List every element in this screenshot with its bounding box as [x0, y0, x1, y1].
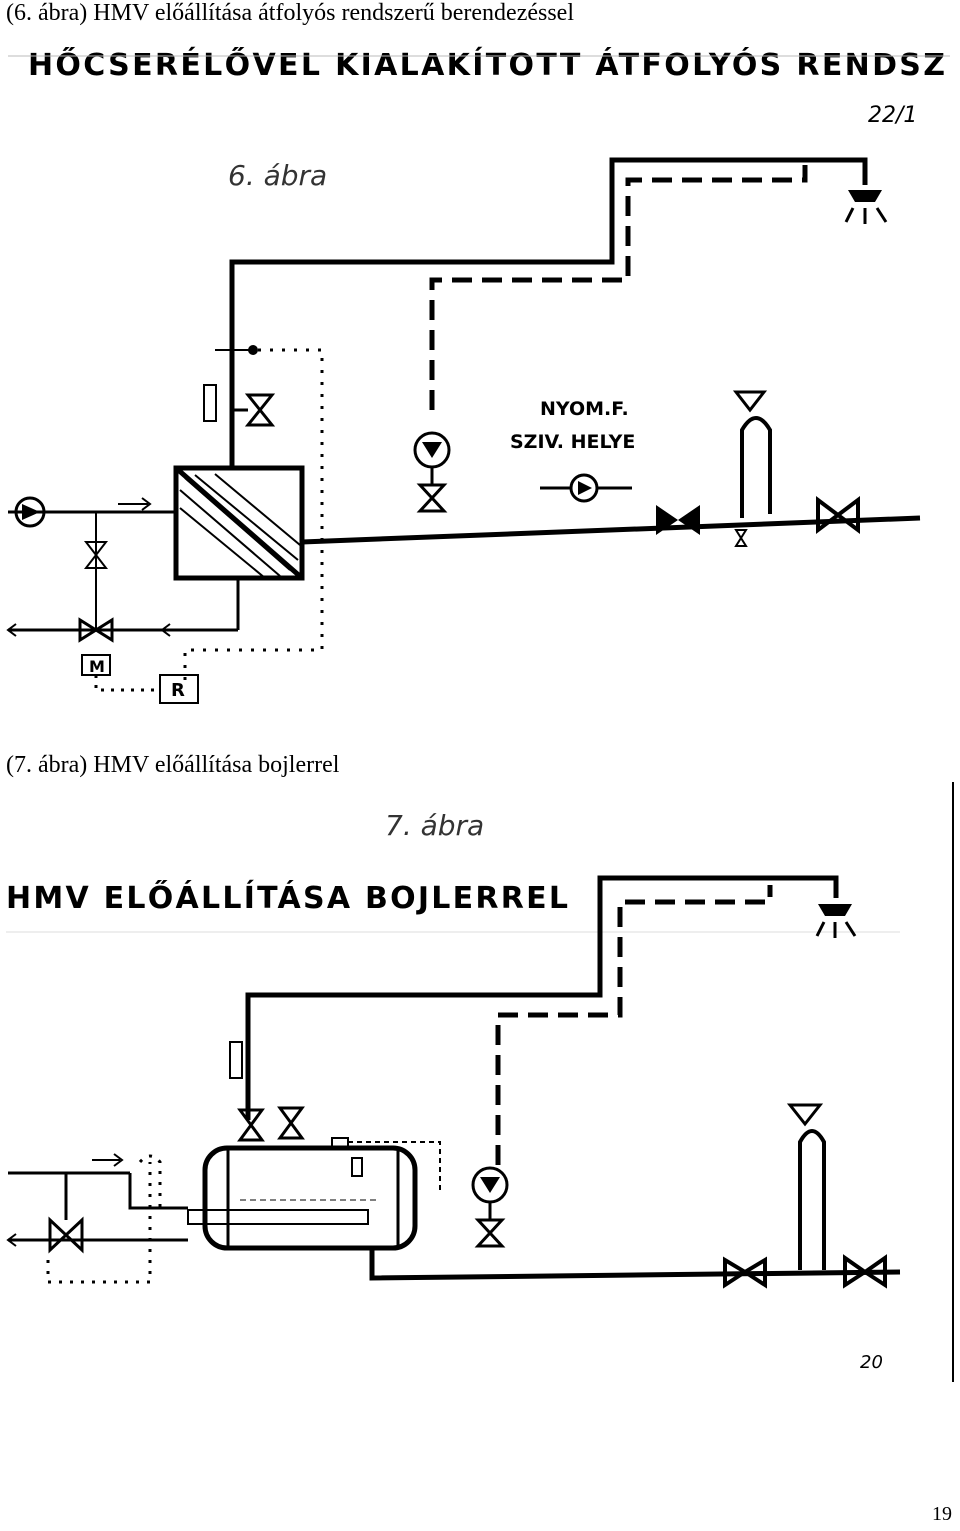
figure-7-handwritten-title: HMV ELŐÁLLÍTÁSA BOJLERREL — [6, 879, 571, 916]
inlet-valve-icon — [816, 496, 860, 534]
figure-6-sheet-number: 22/1 — [868, 103, 917, 128]
circulation-pump-icon — [413, 431, 451, 513]
inlet-valve-icon — [843, 1254, 887, 1289]
pump-note-line-1: NYOM.F. — [540, 398, 629, 420]
shutoff-valve-icon — [237, 1108, 265, 1142]
check-valve-icon — [474, 1218, 506, 1248]
cold-water-inlet-line — [369, 1248, 901, 1281]
controller-label: R — [171, 680, 185, 701]
circulation-return-line — [429, 165, 808, 410]
figure-6-drawing: HŐCSERÉLŐVEL KIALAKÍTOTT ÁTFOLYÓS RENDSZ… — [6, 46, 950, 704]
three-way-control-valve — [48, 1173, 84, 1254]
expansion-loop-with-vent — [786, 1103, 826, 1270]
drain-valve-icon — [734, 529, 748, 547]
circulation-return-line — [495, 885, 773, 1165]
figure-7-drawing: 7. ábra HMV ELŐÁLLÍTÁSA BOJLERREL — [6, 782, 954, 1382]
circulation-pump-icon — [471, 1166, 509, 1248]
hot-water-supply-line — [245, 875, 839, 1120]
check-valve-icon — [416, 483, 448, 513]
heating-coil — [187, 1209, 369, 1225]
shutoff-valve-icon — [656, 505, 700, 535]
hot-water-supply-line — [229, 157, 868, 470]
page-number: 19 — [932, 1503, 952, 1525]
three-way-control-valve: M — [78, 617, 114, 676]
figure-6-label: 6. ábra — [228, 159, 327, 192]
figure-7-caption: (7. ábra) HMV előállítása bojlerrel — [6, 752, 340, 778]
figure-6-caption: (6. ábra) HMV előállítása átfolyós rends… — [6, 0, 574, 26]
thermometer-icon — [203, 384, 217, 422]
bypass-valve-icon — [83, 512, 109, 630]
figure-7-label: 7. ábra — [385, 809, 484, 842]
shower-head-icon — [815, 904, 857, 938]
boiler-tank — [187, 1137, 418, 1251]
figure-6-handwritten-title: HŐCSERÉLŐVEL KIALAKÍTOTT ÁTFOLYÓS RENDSZ — [28, 46, 948, 83]
controller-box — [159, 674, 199, 704]
figure-7-sheet-number: 20 — [860, 1352, 883, 1373]
safety-valve-icon — [232, 393, 276, 427]
control-signal-line — [348, 1141, 441, 1190]
thermometer-icon — [229, 1041, 243, 1079]
alternative-pump-location-icon — [540, 473, 632, 503]
plate-heat-exchanger — [173, 465, 305, 581]
expansion-loop-with-vent — [732, 390, 772, 518]
safety-valve-icon — [277, 1106, 305, 1140]
motor-label: M — [89, 657, 105, 676]
shower-head-icon — [844, 190, 888, 224]
shutoff-valve-icon-2 — [723, 1256, 767, 1289]
pump-note-line-2: SZIV. HELYE — [510, 431, 635, 453]
